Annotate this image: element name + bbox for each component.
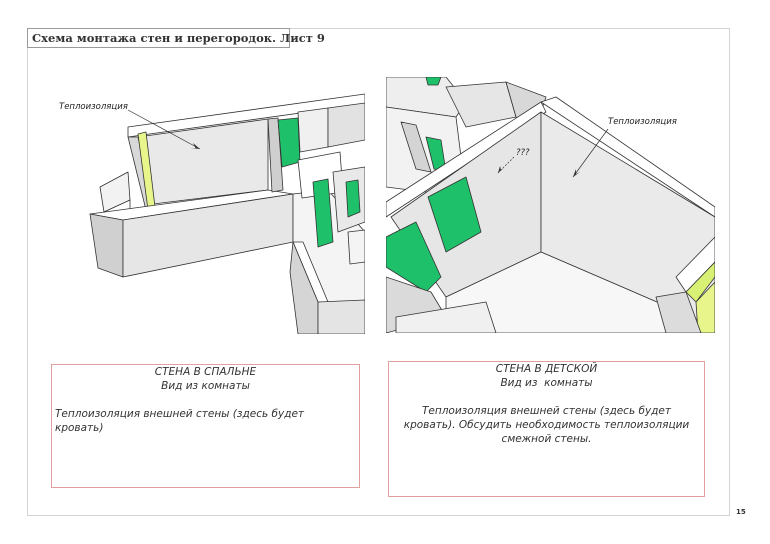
green-panel-1 bbox=[277, 117, 301, 168]
bedroom-note-heading: СТЕНА В СПАЛЬНЕ bbox=[154, 366, 257, 378]
page-number: 15 bbox=[736, 508, 746, 516]
nursery-note-subheading: Вид из комнаты bbox=[500, 377, 593, 389]
bedroom-wall-drawing: Теплоизоляция bbox=[59, 93, 365, 334]
green-panel-2 bbox=[312, 178, 334, 248]
question-label: ??? bbox=[516, 148, 530, 158]
room-wall-top-right bbox=[540, 96, 715, 218]
left-insulation-label: Теплоизоляция bbox=[59, 102, 128, 112]
back-wall-top bbox=[127, 93, 365, 138]
right-insulation-label: Теплоизоляция bbox=[608, 117, 677, 127]
green-door-panel bbox=[427, 176, 482, 253]
room-wall-right-face bbox=[540, 111, 715, 328]
nursery-wall-drawing: Теплоизоляция ??? bbox=[386, 77, 715, 333]
corridor-wall-face bbox=[289, 241, 319, 334]
nursery-note-body: Теплоизоляция внешней стены (здесь будет… bbox=[403, 405, 690, 445]
front-wall-end bbox=[89, 213, 124, 278]
insulation-strip-right bbox=[685, 261, 715, 303]
nursery-wall-figure: Теплоизоляция ??? bbox=[386, 77, 715, 333]
green-panel-top bbox=[425, 77, 442, 86]
green-panel-3 bbox=[345, 179, 361, 218]
bedroom-note-subheading: Вид из комнаты bbox=[161, 380, 250, 392]
bedroom-wall-figure: Теплоизоляция bbox=[28, 72, 365, 334]
left-label-leader bbox=[127, 109, 201, 150]
room-wall-top-left bbox=[386, 101, 547, 218]
nursery-note-heading: СТЕНА В ДЕТСКОЙ bbox=[495, 363, 598, 375]
page-title: Схема монтажа стен и перегородок. Лист 9 bbox=[27, 28, 325, 48]
nursery-note-box: СТЕНА В ДЕТСКОЙ Вид из комнаты Теплоизол… bbox=[388, 361, 705, 497]
bedroom-note-body: Теплоизоляция внешней стены (здесь будет… bbox=[55, 408, 305, 434]
right-label-leader bbox=[572, 128, 609, 178]
bedroom-note-box: СТЕНА В СПАЛЬНЕ Вид из комнаты Теплоизол… bbox=[51, 364, 360, 488]
green-strip-bottom-left bbox=[386, 221, 442, 293]
page-frame bbox=[27, 28, 730, 516]
